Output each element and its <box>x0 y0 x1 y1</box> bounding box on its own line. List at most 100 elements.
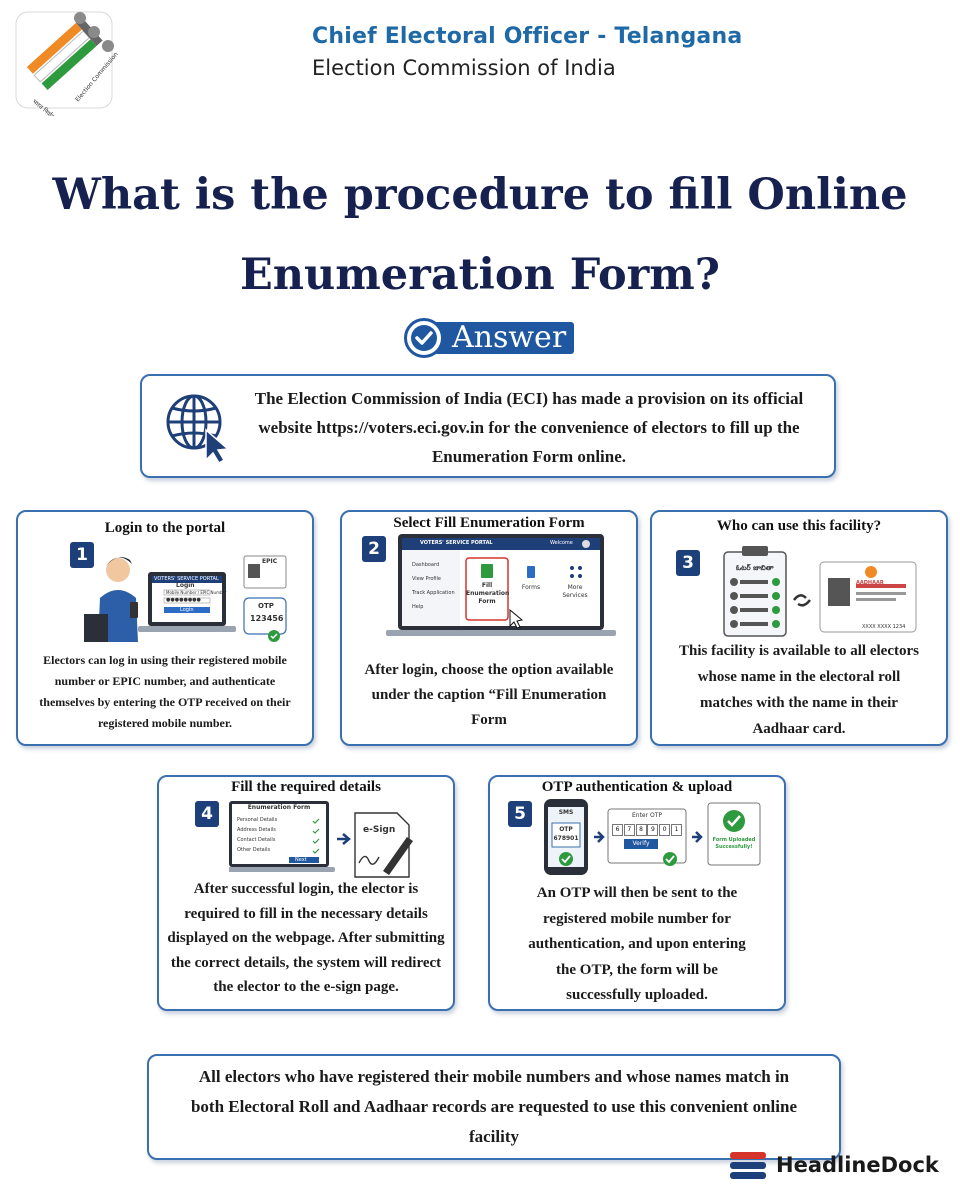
tile-fill-enumeration-form: Fill Enumeration Form <box>466 582 510 605</box>
step-4-text-1: After successful login, the elector is <box>193 881 419 897</box>
enter-otp-label: Enter OTP <box>631 812 663 819</box>
login-heading: Login <box>176 582 195 589</box>
login-portal-label: VOTERS' SERVICE PORTAL <box>154 576 219 582</box>
step-4-title: Fill the required details <box>231 779 381 795</box>
otp-digit: 9 <box>647 824 659 836</box>
bottom-line-2: both Electoral Roll and Aadhaar records … <box>190 1097 798 1116</box>
step-4-text-4: the correct details, the system will red… <box>170 954 442 971</box>
sms-otp-value: 678901 <box>553 835 579 842</box>
step-2-text-1: After login, choose the option available <box>364 662 614 678</box>
menu-help: Help <box>412 604 424 610</box>
login-button: Login <box>180 607 194 613</box>
bottom-line-3: facility <box>468 1127 520 1146</box>
step-1-number: 1 <box>70 542 94 568</box>
menu-dashboard: Dashboard <box>412 562 440 568</box>
step-1-text-4: registered mobile number. <box>97 716 233 730</box>
step-card-3: Who can use this facility? 3 ఓటర్ జాబితా <box>650 510 948 746</box>
step-4-text-2: required to fill in the necessary detail… <box>184 905 428 922</box>
electoral-roll-title: ఓటర్ జాబితా <box>736 564 774 572</box>
form-field-personal: Personal Details <box>237 817 278 823</box>
step-4-text-3: displayed on the webpage. After submitti… <box>167 930 445 946</box>
otp-digit: 1 <box>670 824 682 836</box>
step-card-5: OTP authentication & upload 5 SMS OTP 67… <box>488 775 786 1011</box>
step-5-text-4: the OTP, the form will be <box>556 961 718 978</box>
step-1-title: Login to the portal <box>104 520 226 536</box>
intro-box: The Election Commission of India (ECI) h… <box>140 374 836 478</box>
step-1-text-2: number or EPIC number, and authenticate <box>54 674 276 688</box>
step-3-text-4: Aadhaar card. <box>752 721 846 737</box>
step-2-text-2: under the caption “Fill Enumeration <box>371 687 607 703</box>
otp-value: 123456 <box>250 614 284 623</box>
login-password-field: ●●●●●●●● <box>166 597 201 603</box>
login-illustration: VOTERS' SERVICE PORTAL Login Mobile Numb… <box>78 542 288 642</box>
step-card-2: Select Fill Enumeration Form 2 VOTERS' S… <box>340 510 638 746</box>
otp-digit: 6 <box>612 824 623 836</box>
otp-label: OTP <box>258 602 274 610</box>
form-next-button: Next <box>295 857 307 863</box>
portal-illustration: VOTERS' SERVICE PORTAL Welcome Dashboard… <box>386 532 616 642</box>
verify-button: Verify <box>632 840 650 847</box>
checkmark-icon <box>404 318 444 358</box>
otp-digit-boxes: 6 7 8 9 0 1 <box>612 824 682 836</box>
otp-digit: 7 <box>623 824 635 836</box>
form-field-contact: Contact Details <box>237 837 276 843</box>
step-4-text-5: the elector to the e-sign page. <box>213 979 399 995</box>
otp-upload-illustration: SMS OTP 678901 Enter OTP 6 7 8 9 0 1 Ver… <box>540 797 770 877</box>
brand-watermark: HeadlineDock <box>730 1150 950 1184</box>
step-2-title: Select Fill Enumeration Form <box>393 515 585 531</box>
step-3-text-3: matches with the name in their <box>700 695 898 711</box>
bottom-note-box: All electors who have registered their m… <box>147 1054 841 1160</box>
bottom-line-1: All electors who have registered their m… <box>198 1067 790 1086</box>
menu-view-profile: View Profile <box>412 576 442 582</box>
step-3-number: 3 <box>676 550 700 576</box>
headlinedock-logo-icon <box>730 1150 768 1187</box>
answer-badge: Answer <box>404 318 574 358</box>
eci-logo: भारत निर्वाचन Election Commission <box>8 4 120 124</box>
step-card-4: Fill the required details 4 Enumeration … <box>157 775 455 1011</box>
tile-forms: Forms <box>521 584 541 591</box>
sms-otp-label: OTP <box>559 826 573 833</box>
brand-name: HeadlineDock <box>776 1153 939 1177</box>
step-2-number: 2 <box>362 536 386 562</box>
step-5-number: 5 <box>508 801 532 827</box>
epic-label: EPIC <box>262 558 278 565</box>
form-uploaded-label: Form Uploaded Successfully! <box>712 837 756 850</box>
step-5-text-1: An OTP will then be sent to the <box>536 885 738 901</box>
form-illustration: Enumeration Form Personal Details Addres… <box>223 801 419 879</box>
sms-label: SMS <box>558 809 574 816</box>
page-title-line2: Enumeration Form? <box>240 250 720 300</box>
intro-line-2: website https://voters.eci.gov.in for th… <box>258 418 800 437</box>
esign-label: e-Sign <box>363 825 396 835</box>
roll-aadhaar-illustration: ఓటర్ జాబితా AADHAAR XXXX XXXX 1234 <box>712 542 922 638</box>
aadhaar-label: AADHAAR <box>856 580 884 586</box>
globe-cursor-icon <box>162 390 236 469</box>
step-5-text-3: authentication, and upon entering <box>528 936 746 952</box>
step-5-text-5: successfully uploaded. <box>566 987 708 1003</box>
form-field-address: Address Details <box>237 827 276 833</box>
step-card-1: Login to the portal 1 VOTERS' SERV <box>16 510 314 746</box>
step-5-title: OTP authentication & upload <box>541 779 733 795</box>
aadhaar-number: XXXX XXXX 1234 <box>862 624 906 630</box>
login-mobile-field: Mobile Number / EPIC Number <box>166 590 227 595</box>
step-1-text-3: themselves by entering the OTP received … <box>39 695 291 709</box>
otp-digit: 0 <box>659 824 671 836</box>
intro-line-1: The Election Commission of India (ECI) h… <box>254 389 804 408</box>
intro-line-3: Enumeration Form online. <box>431 447 627 466</box>
step-4-number: 4 <box>195 801 219 827</box>
step-3-title: Who can use this facility? <box>716 518 882 534</box>
header-title: Chief Electoral Officer - Telangana <box>312 24 743 49</box>
step-3-text-1: This facility is available to all electo… <box>679 643 919 659</box>
menu-track-application: Track Application <box>412 590 455 596</box>
step-5-text-2: registered mobile number for <box>543 910 731 927</box>
tile-more-services: More Services <box>562 584 588 599</box>
portal-label: VOTERS' SERVICE PORTAL <box>420 540 493 546</box>
step-2-text-3: Form <box>471 712 507 728</box>
form-field-other: Other Details <box>237 847 271 853</box>
header-subtitle: Election Commission of India <box>312 56 616 80</box>
answer-label: Answer <box>452 320 567 355</box>
form-title: Enumeration Form <box>247 804 311 811</box>
portal-welcome: Welcome <box>550 540 573 546</box>
page-title-line1: What is the procedure to fill Online <box>52 170 908 220</box>
step-3-text-2: whose name in the electoral roll <box>697 669 901 685</box>
step-1-text-1: Electors can log in using their register… <box>43 653 287 667</box>
